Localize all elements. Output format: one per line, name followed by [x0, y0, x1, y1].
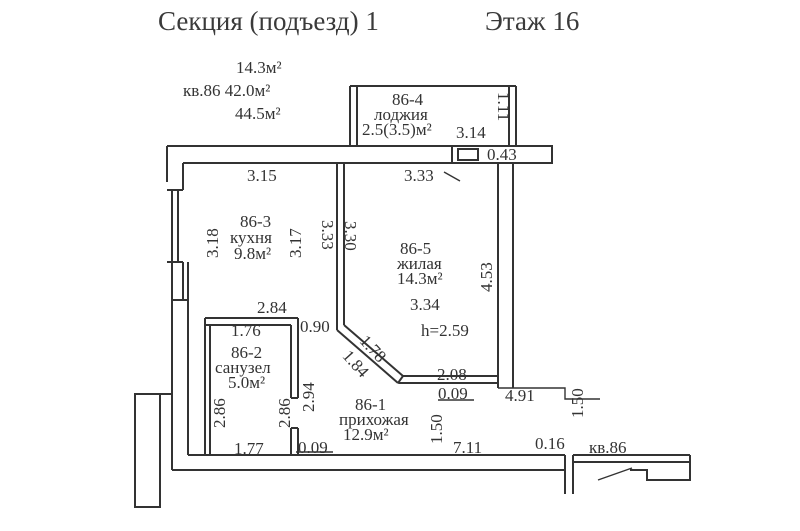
dim-window-sill: 0.43 — [487, 145, 517, 164]
dim-living-top: 3.33 — [404, 166, 434, 185]
dim-living-bottom: 2.08 — [437, 365, 467, 384]
dim-bath-top-inner: 1.76 — [231, 321, 261, 340]
section-title: Секция (подъезд) 1 — [158, 6, 379, 36]
living-area: 14.3м² — [397, 269, 443, 288]
bath-name: санузел — [215, 358, 271, 377]
loggia-name: лоджия — [374, 105, 428, 124]
loggia-area: 2.5(3.5)м² — [362, 120, 432, 139]
dim-loggia-height: 1.11 — [494, 92, 513, 122]
floor-title: Этаж 16 — [485, 6, 580, 36]
dim-hall-right-height: 1.50 — [568, 388, 587, 418]
dim-partition-left: 3.33 — [318, 220, 337, 250]
dim-bath-wall: 0.09 — [298, 438, 328, 457]
kitchen-id: 86-3 — [240, 212, 272, 231]
living-bottom-wall — [397, 375, 498, 384]
bath-area: 5.0м² — [228, 373, 266, 392]
living-id: 86-5 — [400, 239, 432, 258]
dim-kitchen-left: 3.18 — [203, 228, 222, 258]
hall-right-line — [498, 387, 600, 400]
kitchen-name: кухня — [230, 228, 272, 247]
dim-hall-mid-height: 1.50 — [427, 414, 446, 444]
hall-id: 86-1 — [355, 395, 387, 414]
dim-hall-bottom: 7.11 — [453, 438, 483, 457]
living-name: жилая — [397, 254, 442, 273]
top-wall — [167, 145, 470, 164]
apartment-entry-label: кв.86 — [589, 438, 627, 457]
bath-left-wall — [204, 318, 211, 455]
entry-door — [597, 467, 633, 481]
left-wall-lower — [171, 262, 189, 470]
dim-loggia-width: 3.14 — [456, 123, 486, 142]
bottom-wall — [172, 454, 691, 494]
left-block — [134, 393, 172, 508]
dim-bath-bottom: 1.77 — [234, 439, 264, 458]
bath-right-lower — [290, 427, 299, 455]
dim-living-width: 3.34 — [410, 295, 440, 314]
left-window — [167, 189, 183, 263]
dim-wall-offset: 0.09 — [438, 384, 468, 403]
summary-apartment: кв.86 42.0м² — [183, 81, 271, 100]
partition-kitchen-living — [336, 163, 345, 330]
hall-name: прихожая — [339, 410, 409, 429]
dim-bath-left: 2.86 — [210, 398, 229, 428]
kitchen-area: 9.8м² — [234, 244, 272, 263]
dim-bath-right: 2.86 — [275, 398, 294, 428]
loggia-outline — [349, 85, 517, 146]
entry-corner — [630, 469, 691, 481]
dim-hall-right-width: 4.91 — [505, 386, 535, 405]
dim-hall-right-upper: 2.94 — [299, 382, 318, 412]
dim-underlines — [296, 399, 474, 453]
dim-partition-right: 3.30 — [341, 221, 360, 251]
left-wall — [166, 146, 184, 190]
partition-diagonal — [336, 324, 404, 384]
living-right-wall — [497, 163, 514, 388]
summary-total: 44.5м² — [235, 104, 281, 123]
hall-area: 12.9м² — [343, 425, 389, 444]
ceiling-height: h=2.59 — [421, 321, 469, 340]
dim-bath-top-outer: 2.84 — [257, 298, 287, 317]
loggia-id: 86-4 — [392, 90, 424, 109]
tick-mark — [443, 171, 461, 182]
dim-kitchen-right: 3.17 — [286, 228, 305, 258]
window-sill-inner — [457, 148, 479, 161]
summary-living: 14.3м² — [236, 58, 282, 77]
dim-living-right: 4.53 — [477, 262, 496, 292]
dim-bath-door: 0.90 — [300, 317, 330, 336]
bath-top-wall — [205, 317, 299, 399]
dim-entry-step: 0.16 — [535, 434, 565, 453]
dim-kitchen-top: 3.15 — [247, 166, 277, 185]
window-sill-box — [451, 145, 553, 164]
bath-id: 86-2 — [231, 343, 263, 362]
